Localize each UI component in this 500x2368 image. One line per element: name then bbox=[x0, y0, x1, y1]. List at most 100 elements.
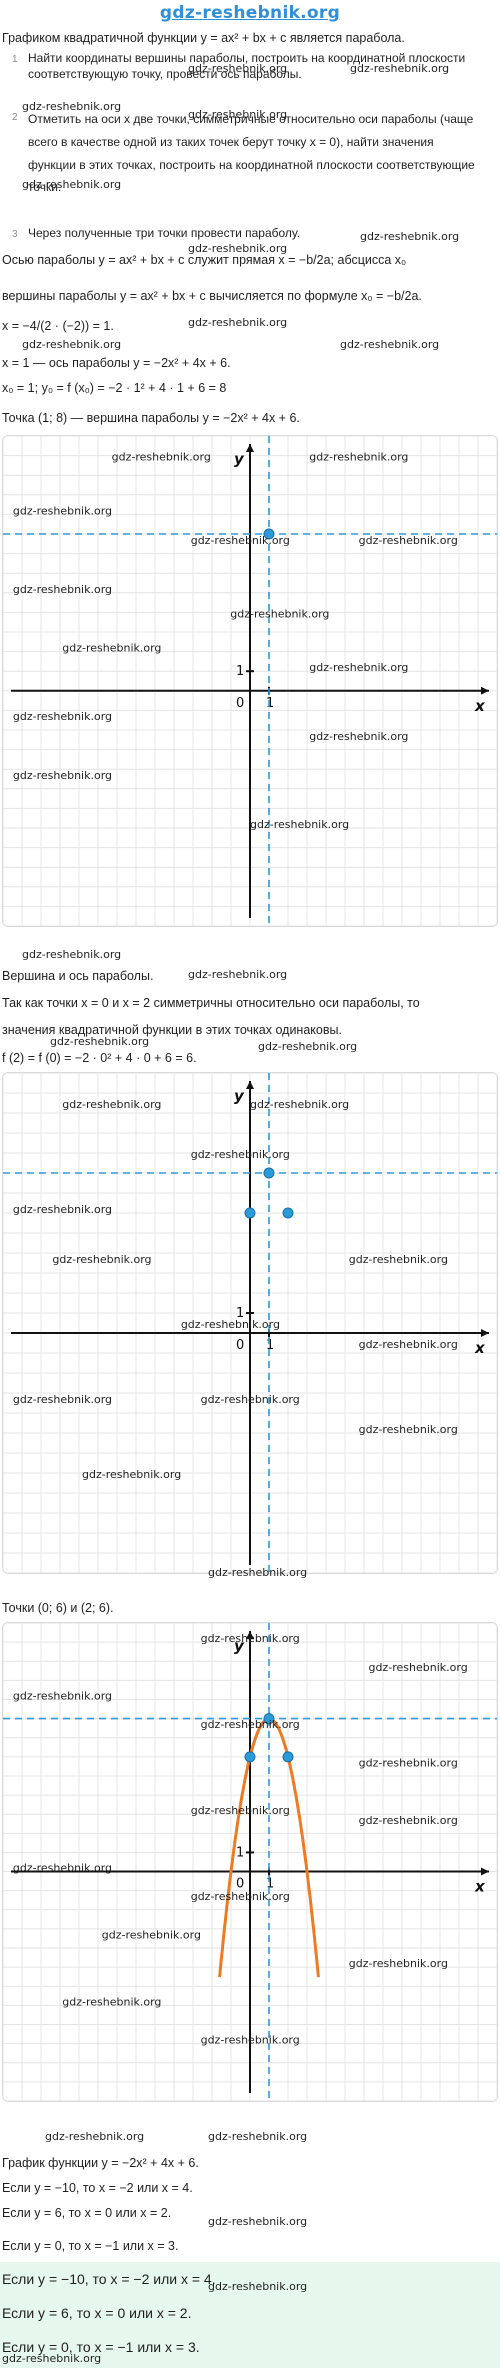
answer-3: Если y = 0, то x = −1 или x = 3. bbox=[2, 2239, 179, 2253]
data-point bbox=[263, 1713, 275, 1725]
watermark: gdz-reshebnik.org bbox=[201, 1393, 300, 1406]
watermark: gdz-reshebnik.org bbox=[208, 2130, 308, 2143]
y-axis-arrow bbox=[246, 444, 254, 452]
watermark: gdz-reshebnik.org bbox=[191, 534, 290, 547]
answer-2: Если y = 6, то x = 0 или x = 2. bbox=[2, 2206, 172, 2220]
watermark: gdz-reshebnik.org bbox=[201, 1632, 300, 1645]
watermark: gdz-reshebnik.org bbox=[13, 583, 112, 596]
watermark: gdz-reshebnik.org bbox=[13, 1393, 112, 1406]
watermark: gdz-reshebnik.org bbox=[340, 338, 440, 351]
x-axis-arrow bbox=[481, 686, 489, 695]
answer-2-highlight: Если y = 6, то x = 0 или x = 2. bbox=[2, 2305, 192, 2321]
caption-vertex-axis: Вершина и ось параболы. bbox=[2, 969, 154, 983]
data-point bbox=[282, 1207, 294, 1219]
watermark: gdz-reshebnik.org bbox=[201, 2034, 300, 2047]
y-axis-label: y bbox=[234, 1087, 245, 1105]
watermark: gdz-reshebnik.org bbox=[191, 1804, 290, 1817]
step-2: 2 Отметить на оси x две точки, симметричн… bbox=[12, 108, 482, 199]
y-axis-arrow bbox=[246, 1081, 254, 1089]
step-text: Отметить на оси x две точки, симметричны… bbox=[28, 112, 475, 195]
watermark: gdz-reshebnik.org bbox=[359, 1338, 458, 1351]
y-axis-label: y bbox=[234, 1637, 245, 1655]
x-unit-label: 1 bbox=[266, 1338, 274, 1353]
x-calculation: x = −4/(2 · (−2)) = 1. bbox=[2, 319, 114, 333]
watermark: gdz-reshebnik.org bbox=[62, 1995, 161, 2008]
step-number: 3 bbox=[12, 229, 18, 240]
f-calculation: f (2) = f (0) = −2 · 0² + 4 · 0 + 6 = 6. bbox=[2, 1051, 197, 1065]
data-point bbox=[244, 1751, 256, 1763]
x-axis-label: x bbox=[474, 1339, 486, 1357]
watermark: gdz-reshebnik.org bbox=[309, 661, 408, 674]
data-point bbox=[244, 1207, 256, 1219]
watermark: gdz-reshebnik.org bbox=[82, 1468, 181, 1481]
symmetry-text-1: Так как точки x = 0 и x = 2 симметричны … bbox=[2, 996, 420, 1010]
step-number: 2 bbox=[12, 112, 18, 123]
axis-formula-line: Осью параболы y = ax² + bx + c служит пр… bbox=[2, 253, 407, 267]
origin-label: 0 bbox=[236, 696, 244, 711]
watermark: gdz-reshebnik.org bbox=[359, 1814, 458, 1827]
answer-highlight-box: Если y = −10, то x = −2 или x = 4. Если … bbox=[0, 2262, 500, 2368]
x-axis-arrow bbox=[481, 1329, 489, 1337]
watermark: gdz-reshebnik.org bbox=[359, 534, 458, 547]
watermark: gdz-reshebnik.org bbox=[102, 1928, 201, 1941]
axis-result: x = 1 — ось параболы y = −2x² + 4x + 6. bbox=[2, 356, 231, 370]
x-axis-label: x bbox=[474, 697, 486, 715]
watermark: gdz-reshebnik.org bbox=[13, 1689, 112, 1702]
step-number: 1 bbox=[12, 54, 18, 65]
watermark: gdz-reshebnik.org bbox=[349, 1253, 448, 1266]
x-axis-label: x bbox=[474, 1878, 486, 1896]
data-point bbox=[263, 1167, 275, 1179]
step-1: 1 Найти координаты вершины параболы, пост… bbox=[12, 50, 482, 82]
watermark: gdz-reshebnik.org bbox=[112, 451, 211, 464]
watermark: gdz-reshebnik.org bbox=[13, 1862, 112, 1875]
site-title[interactable]: gdz-reshebnik.org bbox=[159, 3, 341, 23]
y-unit-label: 1 bbox=[236, 1306, 244, 1321]
step-text: Найти координаты вершины параболы, постр… bbox=[28, 51, 466, 82]
vertex-formula-line: вершины параболы y = ax² + bx + c вычисл… bbox=[2, 289, 422, 303]
watermark: gdz-reshebnik.org bbox=[13, 1203, 112, 1216]
watermark: gdz-reshebnik.org bbox=[13, 504, 112, 517]
watermark: gdz-reshebnik.org bbox=[369, 1661, 468, 1674]
watermark: gdz-reshebnik.org bbox=[359, 1756, 458, 1769]
vertex-result: Точка (1; 8) — вершина параболы y = −2x²… bbox=[2, 411, 300, 425]
watermark: gdz-reshebnik.org bbox=[52, 1253, 151, 1266]
symmetry-text-2: значения квадратичной функции в этих точ… bbox=[2, 1023, 342, 1037]
y-axis-arrow bbox=[246, 1631, 254, 1639]
answer-1-highlight: Если y = −10, то x = −2 или x = 4. bbox=[2, 2271, 216, 2287]
y-unit-label: 1 bbox=[236, 1845, 244, 1860]
watermark: gdz-reshebnik.org bbox=[62, 1098, 161, 1111]
x-unit-label: 1 bbox=[266, 696, 274, 711]
watermark: gdz-reshebnik.org bbox=[201, 1718, 300, 1731]
y0-calculation: x₀ = 1; y₀ = f (x₀) = −2 · 1² + 4 · 1 + … bbox=[2, 381, 227, 395]
watermark: gdz-reshebnik.org bbox=[230, 607, 329, 620]
watermark: gdz-reshebnik.org bbox=[258, 1040, 358, 1053]
watermark: gdz-reshebnik.org bbox=[191, 1148, 290, 1161]
watermark: gdz-reshebnik.org bbox=[22, 948, 122, 961]
watermark: gdz-reshebnik.org bbox=[13, 769, 112, 782]
watermark: gdz-reshebnik.org bbox=[181, 1318, 280, 1331]
origin-label: 0 bbox=[236, 1338, 244, 1353]
origin-label: 0 bbox=[236, 1877, 244, 1892]
x-axis-arrow bbox=[481, 1867, 489, 1876]
watermark: gdz-reshebnik.org bbox=[22, 338, 122, 351]
watermark: gdz-reshebnik.org bbox=[349, 1957, 448, 1970]
points-text: Точки (0; 6) и (2; 6). bbox=[2, 1601, 114, 1615]
watermark: gdz-reshebnik.org bbox=[13, 710, 112, 723]
watermark: gdz-reshebnik.org bbox=[45, 2130, 145, 2143]
watermark: gdz-reshebnik.org bbox=[188, 968, 288, 981]
watermark: gdz-reshebnik.org bbox=[208, 2215, 308, 2228]
watermark: gdz-reshebnik.org bbox=[188, 316, 288, 329]
data-point bbox=[263, 528, 275, 540]
answer-1: Если y = −10, то x = −2 или x = 4. bbox=[2, 2181, 193, 2195]
watermark: gdz-reshebnik.org bbox=[309, 730, 408, 743]
y-axis-label: y bbox=[234, 450, 245, 468]
intro-text: Графиком квадратичной функции y = ax² + … bbox=[2, 31, 405, 45]
answer-3-highlight: Если y = 0, то x = −1 или x = 3. bbox=[2, 2339, 200, 2355]
watermark: gdz-reshebnik.org bbox=[359, 1423, 458, 1436]
